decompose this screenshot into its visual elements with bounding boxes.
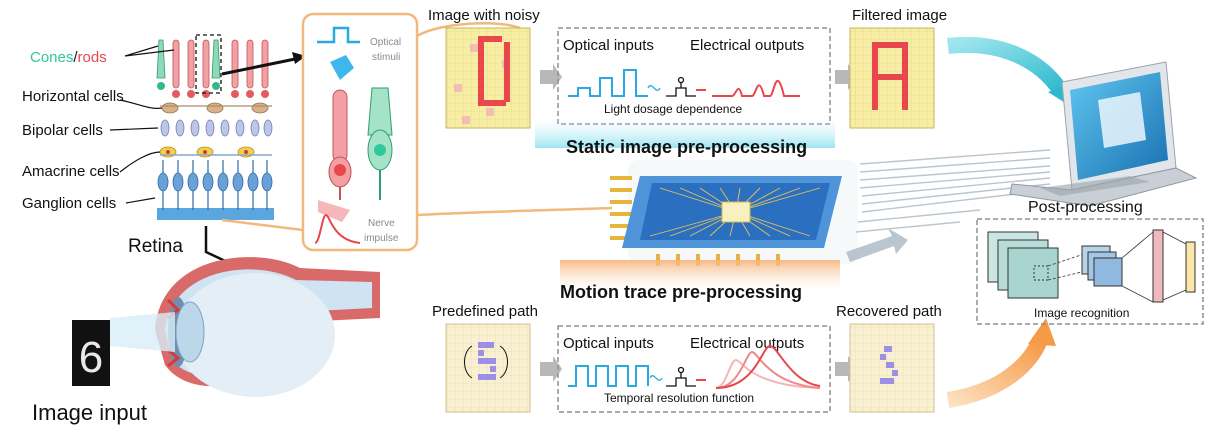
optical-pulse-icon xyxy=(317,26,360,44)
zoom-pointer-arrow xyxy=(221,56,301,76)
rods-label: rods xyxy=(78,49,107,66)
light-dosage-label: Light dosage dependence xyxy=(604,102,742,116)
motion-device-symbol xyxy=(666,366,696,387)
nerve-impulse-trace xyxy=(314,213,361,244)
arrow-to-static-device xyxy=(540,64,562,90)
zoom-panel-connector-top xyxy=(416,22,521,38)
laptop-illustration xyxy=(1009,61,1198,207)
large-rod-cell xyxy=(328,89,352,200)
bipolar-cells-label: Bipolar cells xyxy=(22,122,103,139)
recovered-path-title: Recovered path xyxy=(836,303,942,320)
cones-rods-label: Cones/rods xyxy=(30,49,107,66)
image-input-label: Image input xyxy=(32,400,147,425)
chip-output-wires xyxy=(855,149,1051,233)
digit-display xyxy=(72,320,110,386)
filtered-image-title: Filtered image xyxy=(852,7,947,24)
nerve-impulse-label-2: impulse xyxy=(364,233,399,244)
arrow-to-recognition xyxy=(946,336,1048,408)
motion-section-title: Motion trace pre-processing xyxy=(560,282,802,302)
noisy-image-grid xyxy=(445,27,531,129)
retina-base-layer xyxy=(157,208,274,220)
motion-electrical-outputs-label: Electrical outputs xyxy=(690,335,804,352)
static-optical-pulse-train xyxy=(568,69,648,97)
light-beam xyxy=(110,312,175,352)
optical-stimuli-label-2: stimuli xyxy=(372,52,400,63)
motion-optical-wave xyxy=(649,375,663,381)
light-stimulus-shape xyxy=(330,55,354,80)
slash-label: / xyxy=(73,49,78,66)
motion-processing-box xyxy=(557,325,831,413)
static-glow xyxy=(535,118,835,148)
cnn-diagram xyxy=(987,229,1196,303)
static-section-title: Static image pre-processing xyxy=(566,137,807,157)
photoreceptor-selection-box xyxy=(195,34,222,94)
nerve-impulse-label-1: Nerve xyxy=(368,218,395,229)
image-recognition-label: Image recognition xyxy=(1034,306,1129,320)
noisy-image-title: Image with noisy xyxy=(428,7,540,24)
static-optical-inputs-label: Optical inputs xyxy=(563,37,654,54)
motion-optical-pulse-train xyxy=(568,365,649,387)
predefined-path-grid xyxy=(445,323,531,413)
ganglion-cells-label: Ganglion cells xyxy=(22,195,116,212)
horizontal-cells-label: Horizontal cells xyxy=(22,88,124,105)
eye-cross-section-illustration xyxy=(155,257,380,397)
motion-electrical-output-trace xyxy=(715,344,821,389)
sensor-chip xyxy=(610,160,858,266)
wire-output-arrow xyxy=(846,228,908,262)
predefined-path-title: Predefined path xyxy=(432,303,538,320)
nerve-signal-blob xyxy=(318,200,350,222)
image-recognition-box xyxy=(976,218,1204,325)
arrow-to-motion-device xyxy=(540,356,562,382)
static-device-symbol xyxy=(666,76,696,97)
filtered-image-grid xyxy=(849,27,935,129)
post-processing-title: Post-processing xyxy=(1028,199,1143,216)
photoreceptor-zoom-panel xyxy=(301,12,419,252)
retina-label-pointers xyxy=(109,45,175,204)
retina-label: Retina xyxy=(128,236,183,257)
static-electrical-outputs-label: Electrical outputs xyxy=(690,37,804,54)
arrow-to-laptop xyxy=(947,37,1067,95)
large-cone-cell xyxy=(367,87,393,200)
static-electrical-output-trace xyxy=(712,79,800,97)
zoom-panel-connector xyxy=(221,218,304,232)
digit-display-value: 6 xyxy=(79,333,103,382)
optical-stimuli-label-1: Optical xyxy=(370,37,401,48)
temporal-resolution-label: Temporal resolution function xyxy=(604,391,754,405)
static-optical-wave xyxy=(647,85,661,91)
motion-optical-inputs-label: Optical inputs xyxy=(563,335,654,352)
recovered-path-grid xyxy=(849,323,935,413)
motion-glow xyxy=(560,260,840,290)
cones-label: Cones xyxy=(30,49,73,66)
amacrine-cells-label: Amacrine cells xyxy=(22,163,120,180)
zoom-panel-connector-bottom xyxy=(416,206,613,217)
retina-layers-illustration xyxy=(156,34,274,220)
